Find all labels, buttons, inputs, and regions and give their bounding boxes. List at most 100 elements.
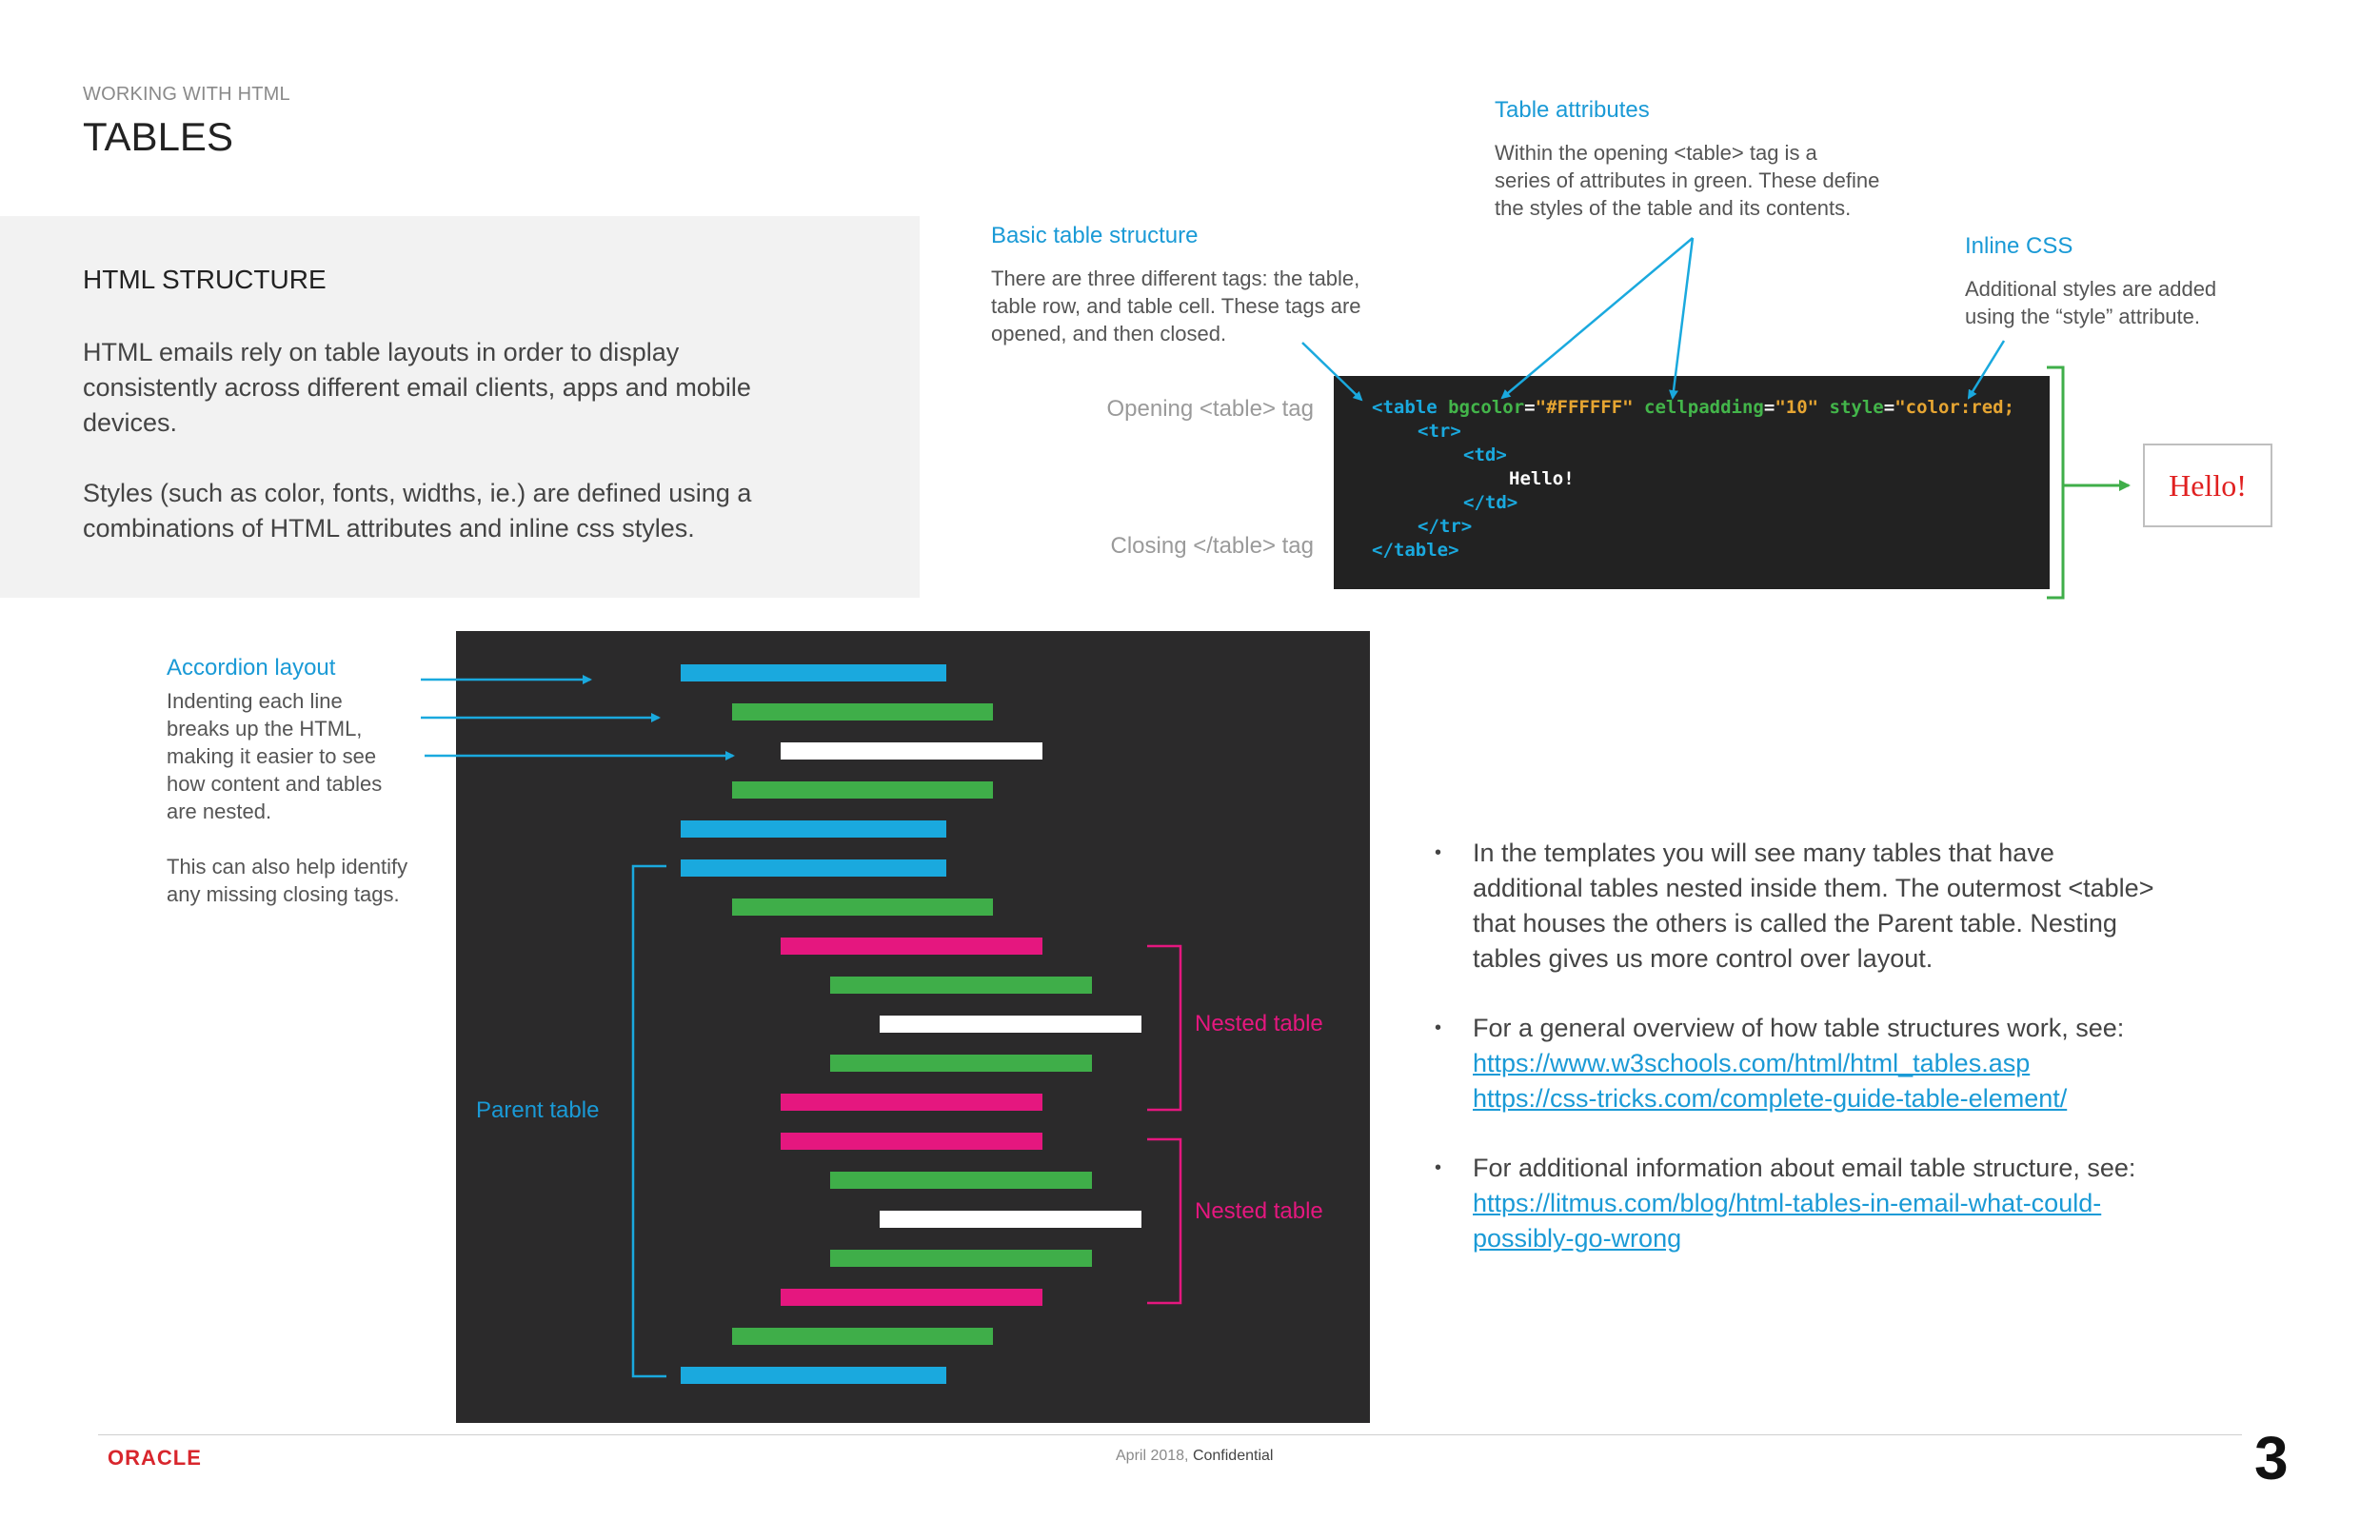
bullet-dot: • bbox=[1435, 1017, 1442, 1038]
text-line: how content and tables bbox=[167, 772, 383, 796]
structure-heading: HTML STRUCTURE bbox=[83, 265, 327, 294]
caption-body: There are three different tags: the tabl… bbox=[991, 265, 1361, 347]
text-line: There are three different tags: the tabl… bbox=[991, 267, 1360, 290]
nested-table-bracket-1 bbox=[1147, 944, 1182, 1112]
nested-table-label-1: Nested table bbox=[1195, 1011, 1323, 1037]
text-line: combinations of HTML attributes and inli… bbox=[83, 514, 695, 543]
text-line: opened, and then closed. bbox=[991, 322, 1227, 346]
parent-table-bracket bbox=[631, 864, 666, 1378]
rendered-output-box: Hello! bbox=[2143, 444, 2272, 527]
structure-panel bbox=[0, 216, 920, 598]
text-line: devices. bbox=[83, 408, 178, 437]
bar-row-open bbox=[732, 898, 993, 916]
text-line: consistently across different email clie… bbox=[83, 373, 751, 402]
text-line: series of attributes in green. These def… bbox=[1495, 168, 1880, 192]
code-line-1: <table bgcolor="#FFFFFF" cellpadding="10… bbox=[1372, 397, 2015, 418]
code-line-7: </table> bbox=[1372, 540, 1459, 561]
text-line: are nested. bbox=[167, 800, 272, 823]
code-line-2: <tr> bbox=[1418, 421, 1461, 442]
bar-nested-open bbox=[781, 938, 1042, 955]
code-line-3: <td> bbox=[1463, 444, 1507, 465]
w3schools-link[interactable]: https://www.w3schools.com/html/html_tabl… bbox=[1473, 1049, 2031, 1077]
caption-title: Table attributes bbox=[1495, 97, 1650, 123]
bar-nested-close bbox=[781, 1094, 1042, 1111]
bar-row-close bbox=[732, 781, 993, 799]
litmus-link[interactable]: https://litmus.com/blog/html-tables-in-e… bbox=[1473, 1189, 2102, 1217]
list-item: • For a general overview of how table st… bbox=[1435, 1011, 2225, 1116]
oracle-logo: ORACLE bbox=[108, 1446, 202, 1470]
text-line: the styles of the table and its contents… bbox=[1495, 196, 1852, 220]
page-title: TABLES bbox=[83, 114, 233, 159]
accordion-bars bbox=[681, 664, 1141, 1384]
text-line: Indenting each line bbox=[167, 689, 343, 713]
text-line: In the templates you will see many table… bbox=[1473, 839, 2054, 867]
bullet-list: • In the templates you will see many tab… bbox=[1435, 836, 2225, 1291]
structure-paragraph-2: Styles (such as color, fonts, widths, ie… bbox=[83, 476, 863, 546]
bar-cell bbox=[781, 742, 1042, 760]
bar-nested2-row-open bbox=[830, 1172, 1092, 1189]
basic-structure-caption: Basic table structure There are three di… bbox=[991, 223, 1361, 347]
text-line: table row, and table cell. These tags ar… bbox=[991, 294, 1361, 318]
nested-table-label-2: Nested table bbox=[1195, 1198, 1323, 1224]
bar-nested2-row-close bbox=[830, 1250, 1092, 1267]
text-line: tables gives us more control over layout… bbox=[1473, 944, 1934, 973]
text-line: This can also help identify bbox=[167, 855, 408, 879]
bar-nested2-close bbox=[781, 1289, 1042, 1306]
text-line: additional tables nested inside them. Th… bbox=[1473, 874, 2154, 902]
page-number: 3 bbox=[2254, 1424, 2289, 1492]
caption-title: Basic table structure bbox=[991, 223, 1199, 248]
footer-note: April 2018, Confidential bbox=[1116, 1448, 1273, 1465]
bar-nested2-open bbox=[781, 1133, 1042, 1150]
code-line-5: </td> bbox=[1463, 492, 1518, 513]
litmus-link-continued[interactable]: possibly-go-wrong bbox=[1473, 1224, 1682, 1253]
arrow-inline-css bbox=[1967, 340, 2006, 400]
bar-nested-cell bbox=[880, 1016, 1141, 1033]
bar-row-close bbox=[732, 1328, 993, 1345]
nested-table-bracket-2 bbox=[1147, 1137, 1182, 1305]
bullet-dot: • bbox=[1435, 842, 1442, 863]
bar-table-open bbox=[681, 859, 946, 877]
footer-date: April 2018, bbox=[1116, 1448, 1189, 1464]
text-line: Additional styles are added bbox=[1965, 277, 2217, 301]
code-sample: <table bgcolor="#FFFFFF" cellpadding="10… bbox=[1334, 376, 2050, 589]
text-line: making it easier to see bbox=[167, 744, 377, 768]
parent-table-label: Parent table bbox=[476, 1097, 600, 1123]
text-line: using the “style” attribute. bbox=[1965, 305, 2201, 328]
bar-table-close bbox=[681, 1367, 946, 1384]
section-eyebrow: WORKING WITH HTML bbox=[83, 84, 290, 105]
text-line: For additional information about email t… bbox=[1473, 1154, 2136, 1182]
table-attributes-caption: Table attributes Within the opening <tab… bbox=[1495, 97, 1879, 222]
caption-title: Inline CSS bbox=[1965, 233, 2073, 259]
text-line: HTML emails rely on table layouts in ord… bbox=[83, 338, 680, 366]
opening-tag-label: Opening <table> tag bbox=[1106, 396, 1314, 422]
bullet-dot: • bbox=[1435, 1157, 1442, 1178]
text-line: breaks up the HTML, bbox=[167, 717, 363, 740]
caption-body: Indenting each line breaks up the HTML, … bbox=[167, 687, 407, 825]
text-line: Within the opening <table> tag is a bbox=[1495, 141, 1817, 165]
text-line: any missing closing tags. bbox=[167, 882, 400, 906]
arrow-attributes-bgcolor bbox=[1500, 237, 1694, 400]
arrow-attributes-cellpadding bbox=[1669, 237, 1695, 400]
code-line-4: Hello! bbox=[1509, 468, 1575, 489]
text-line: For a general overview of how table stru… bbox=[1473, 1014, 2125, 1042]
closing-tag-label: Closing </table> tag bbox=[1110, 533, 1314, 559]
text-line: that houses the others is called the Par… bbox=[1473, 909, 2117, 938]
caption-body-2: This can also help identify any missing … bbox=[167, 853, 407, 908]
bar-parent-open bbox=[681, 664, 946, 681]
accordion-caption: Accordion layout Indenting each line bre… bbox=[167, 655, 407, 908]
structure-paragraph-1: HTML emails rely on table layouts in ord… bbox=[83, 335, 863, 441]
caption-title: Accordion layout bbox=[167, 655, 336, 681]
footer-divider bbox=[98, 1434, 2242, 1435]
bar-nested2-cell bbox=[880, 1211, 1141, 1228]
code-bracket bbox=[2047, 365, 2065, 600]
caption-body: Within the opening <table> tag is a seri… bbox=[1495, 139, 1879, 222]
bar-parent-close bbox=[681, 820, 946, 838]
inline-css-caption: Inline CSS Additional styles are added u… bbox=[1965, 233, 2216, 330]
bar-row-open bbox=[732, 703, 993, 721]
bar-nested-row-close bbox=[830, 1055, 1092, 1072]
caption-body: Additional styles are added using the “s… bbox=[1965, 275, 2216, 330]
css-tricks-link[interactable]: https://css-tricks.com/complete-guide-ta… bbox=[1473, 1084, 2068, 1113]
list-item: • For additional information about email… bbox=[1435, 1151, 2225, 1256]
list-item: • In the templates you will see many tab… bbox=[1435, 836, 2225, 977]
